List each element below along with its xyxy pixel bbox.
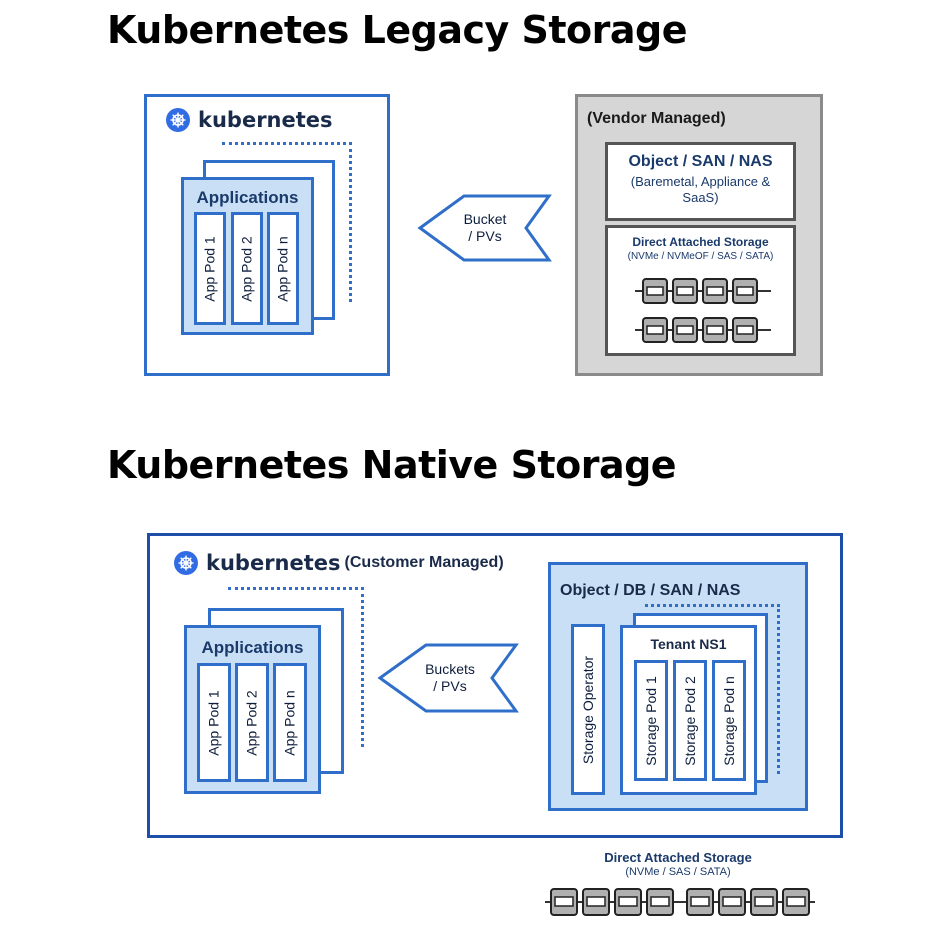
native-heading: Kubernetes Native Storage: [107, 443, 677, 487]
vendor-drive-array: [635, 278, 771, 343]
native-kubernetes-brand: kubernetes (Customer Managed): [174, 551, 504, 575]
disk-drive-icon: [750, 888, 778, 916]
disk-drive-icon: [702, 278, 728, 304]
storage-pod-1: Storage Pod 1: [634, 660, 668, 781]
legacy-arrow-label: Bucket / PVs: [463, 211, 507, 244]
vendor-object-san-nas-box: [605, 142, 796, 221]
native-storage-title: Object / DB / SAN / NAS: [560, 582, 741, 599]
storage-operator: Storage Operator: [571, 624, 605, 795]
legacy-kubernetes-brand: kubernetes: [166, 108, 333, 132]
native-app-pod-n: App Pod n: [273, 663, 307, 782]
legacy-app-pod-n: App Pod n: [267, 212, 299, 325]
disk-drive-icon: [732, 317, 758, 343]
native-buckets-arrow: [377, 643, 519, 713]
native-drive-array: [545, 888, 815, 916]
disk-drive-icon: [702, 317, 728, 343]
disk-drive-icon: [646, 888, 674, 916]
disk-drive-icon: [614, 888, 642, 916]
native-applications-title: Applications: [201, 638, 304, 657]
disk-drive-icon: [642, 278, 668, 304]
vendor-das-title: Direct Attached Storage: [632, 235, 769, 249]
disk-drive-icon: [550, 888, 578, 916]
disk-drive-icon: [582, 888, 610, 916]
native-kubernetes-box: [147, 533, 843, 838]
tenant-stack-dotted: [645, 604, 780, 774]
drive-row-2: [635, 317, 771, 343]
vendor-object-sub: (Baremetal, Appliance & SaaS): [630, 174, 771, 205]
native-app-pod-2: App Pod 2: [235, 663, 269, 782]
legacy-applications-title: Applications: [196, 188, 299, 207]
tenant-ns1-title: Tenant NS1: [650, 636, 727, 652]
customer-managed-label: (Customer Managed): [344, 554, 504, 571]
vendor-das-sub: (NVMe / NVMeOF / SAS / SATA): [627, 251, 774, 262]
native-das-title: Direct Attached Storage: [604, 850, 752, 865]
kubernetes-label: kubernetes: [206, 551, 341, 575]
legacy-app-pod-2: App Pod 2: [231, 212, 263, 325]
storage-pod-n: Storage Pod n: [712, 660, 746, 781]
disk-drive-icon: [782, 888, 810, 916]
disk-drive-icon: [672, 317, 698, 343]
legacy-bucket-arrow: [417, 194, 552, 262]
disk-drive-icon: [642, 317, 668, 343]
vendor-object-title: Object / SAN / NAS: [628, 153, 773, 170]
disk-drive-icon: [686, 888, 714, 916]
legacy-app-stack-dotted: [222, 142, 352, 302]
kubernetes-label: kubernetes: [198, 108, 333, 132]
kubernetes-icon: [166, 108, 190, 132]
disk-drive-icon: [718, 888, 746, 916]
vendor-managed-title: (Vendor Managed): [587, 110, 726, 127]
legacy-app-pod-1: App Pod 1: [194, 212, 226, 325]
native-das-sub: (NVMe / SAS / SATA): [625, 866, 731, 878]
native-arrow-label: Buckets / PVs: [425, 661, 475, 694]
native-app-stack-dotted: [228, 587, 364, 747]
legacy-heading: Kubernetes Legacy Storage: [107, 8, 688, 52]
disk-drive-icon: [732, 278, 758, 304]
native-app-pod-1: App Pod 1: [197, 663, 231, 782]
drive-row-1: [635, 278, 771, 304]
kubernetes-icon: [174, 551, 198, 575]
storage-pod-2: Storage Pod 2: [673, 660, 707, 781]
disk-drive-icon: [672, 278, 698, 304]
